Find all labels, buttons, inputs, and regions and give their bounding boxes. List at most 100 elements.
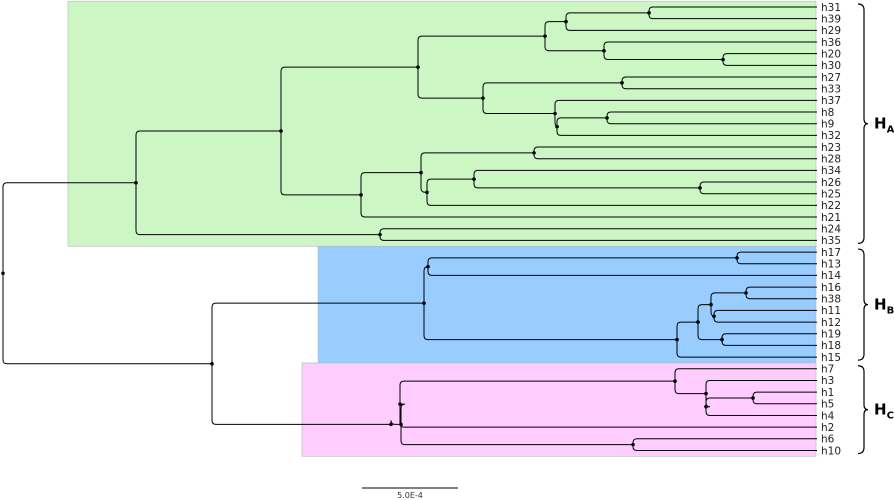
leaf-label-h10: h10 <box>821 445 841 457</box>
branch-p15-h19 <box>721 333 817 340</box>
clade-bracket-B <box>857 248 869 361</box>
branches <box>2 6 817 451</box>
node-p16 <box>751 396 755 400</box>
leaf-label-h12: h12 <box>821 317 841 329</box>
clade-label-main: H <box>874 401 887 419</box>
branch-C1-p17 <box>400 424 633 446</box>
leaf-label-h19: h19 <box>821 329 841 341</box>
node-p2 <box>602 48 606 53</box>
branch-p16-h5 <box>752 397 817 405</box>
node-A1b1 <box>419 170 423 175</box>
branch-B1-p12 <box>427 257 737 267</box>
leaf-label-h2: h2 <box>821 422 834 434</box>
branch-p11-h35 <box>379 234 817 241</box>
branch-C1a1-h7 <box>674 368 817 382</box>
branch-B2a1-p13 <box>710 292 746 305</box>
leaf-label-h8: h8 <box>821 107 834 119</box>
node-A <box>134 180 138 185</box>
branch-B2-h15 <box>676 339 817 358</box>
branch-A1a1-p2 <box>544 36 604 52</box>
branch-A1a-A1a1 <box>417 35 545 68</box>
branch-p8-p9 <box>426 178 474 193</box>
node-B <box>422 301 426 305</box>
node-p8 <box>425 190 429 195</box>
node-A1a <box>416 65 420 69</box>
leaf-label-h38: h38 <box>821 294 841 306</box>
node-p4 <box>620 81 624 85</box>
branch-A1a1a-p1 <box>565 12 649 22</box>
node-B2a1 <box>709 302 713 307</box>
leaf-label-h28: h28 <box>821 154 841 166</box>
node-C <box>389 422 393 427</box>
clade-label-B: HB <box>874 296 894 317</box>
branch-p1-h31 <box>648 6 817 13</box>
branch-A1a2b-h37 <box>554 99 817 114</box>
node-C1a1b2 <box>704 404 708 409</box>
clade-bracket-A <box>857 3 869 244</box>
nodes <box>1 11 755 447</box>
node-A1a2 <box>481 96 485 100</box>
leaf-label-h24: h24 <box>821 224 841 236</box>
branch-p15-h18 <box>721 339 817 346</box>
branch-A1a1a-h29 <box>565 21 817 31</box>
branch-p9-h34 <box>473 169 817 180</box>
node-B2 <box>675 337 679 342</box>
leaf-label-h20: h20 <box>821 48 841 60</box>
clade-label-A: HA <box>874 115 894 136</box>
node-A1 <box>279 129 283 133</box>
leaf-label-h25: h25 <box>821 189 841 201</box>
branch-B-B2 <box>423 303 677 341</box>
branch-p8-h22 <box>426 192 817 206</box>
branch-p17-h6 <box>632 438 817 445</box>
scale-bar-label: 5.0E-4 <box>397 491 423 500</box>
branch-A-p11 <box>135 182 380 236</box>
branch-C1a1b2-h4 <box>705 406 817 416</box>
branch-p5-p6 <box>556 117 607 127</box>
branch-p3-h30 <box>722 59 817 66</box>
node-p12 <box>735 256 739 260</box>
branch-A-A1 <box>135 130 281 183</box>
branch-p12-h17 <box>736 251 817 258</box>
branch-B2a-p15 <box>697 322 722 341</box>
branch-A1b-A1b1 <box>360 172 421 195</box>
leaf-label-h5: h5 <box>821 399 834 411</box>
branch-p9-p10 <box>473 179 700 189</box>
clade-bracket-C <box>857 365 869 455</box>
branch-p7-h23 <box>533 146 817 153</box>
branch-p12-h13 <box>736 257 817 265</box>
branch-A1a-A1a2 <box>417 67 483 99</box>
leaf-label-h1: h1 <box>821 387 834 399</box>
leaf-label-h26: h26 <box>821 177 841 189</box>
branch-p7-h28 <box>533 152 817 160</box>
node-p17 <box>631 442 635 447</box>
branch-p16-h1 <box>752 391 817 398</box>
branch-A1b1-p8 <box>420 172 427 193</box>
leaf-label-h3: h3 <box>821 375 834 387</box>
leaf-label-h34: h34 <box>821 165 841 177</box>
node-A1a1 <box>543 34 547 38</box>
branch-B1-h14 <box>427 266 817 276</box>
node-p15 <box>720 337 724 342</box>
branch-A1b1-p7 <box>420 152 534 173</box>
branch-A1b-h21 <box>360 194 817 218</box>
node-BC <box>210 361 214 366</box>
branch-p3-h20 <box>722 53 817 60</box>
node-B1 <box>426 264 430 269</box>
branch-p2-p3 <box>603 50 723 61</box>
leaf-label-h23: h23 <box>821 142 841 154</box>
branch-C1a1b-h3 <box>705 379 817 394</box>
node-p13 <box>744 291 748 295</box>
leaf-label-h21: h21 <box>821 212 841 224</box>
clade-label-main: H <box>874 115 887 133</box>
leaf-label-h30: h30 <box>821 60 841 72</box>
branch-p2-h36 <box>603 41 817 51</box>
clade-label-sub: C <box>887 411 894 422</box>
leaf-label-h11: h11 <box>821 305 841 317</box>
branch-p13-h38 <box>745 292 817 300</box>
branch-p17-h10 <box>632 444 817 451</box>
leaf-label-h27: h27 <box>821 72 841 84</box>
branch-A1-A1a <box>280 66 418 131</box>
leaf-label-h15: h15 <box>821 352 841 364</box>
node-p10 <box>698 186 702 190</box>
